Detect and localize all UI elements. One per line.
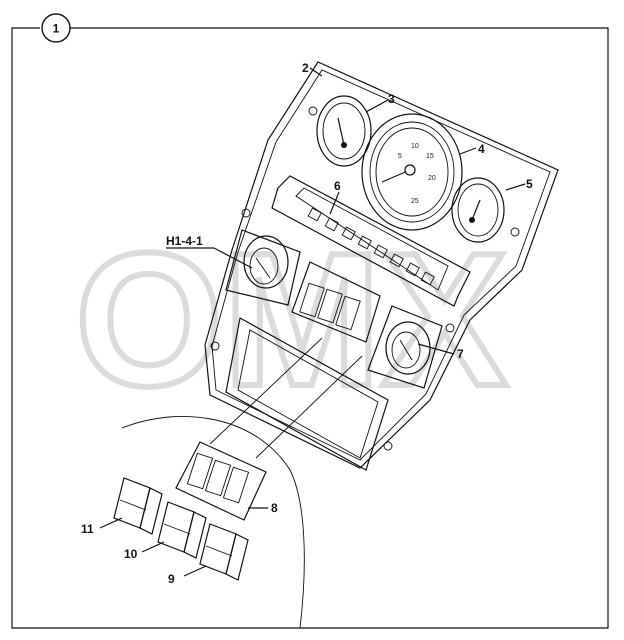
callout-labels: 2 3 4 5 6 H1-4-1 7 8 11 10 9 (81, 61, 533, 586)
explode-line (209, 337, 323, 445)
callout-2: 2 (302, 61, 309, 75)
exploded-view-boundary (121, 415, 305, 629)
tachometer: 5 10 15 20 25 (361, 113, 463, 231)
leader-lines (99, 67, 526, 577)
tach-scale-20: 20 (428, 175, 436, 182)
callout-7: 7 (457, 347, 464, 361)
tach-scale-25: 25 (411, 198, 419, 205)
callout-10: 10 (124, 547, 138, 561)
explode-line (255, 355, 363, 459)
outer-frame: 1 (11, 13, 609, 629)
tach-scale-15: 15 (426, 153, 434, 160)
indicator-strip (271, 175, 471, 307)
watermark: OMX (72, 211, 511, 429)
knob-left (225, 229, 301, 306)
callout-3: 3 (388, 92, 395, 106)
callout-h1-4-1: H1-4-1 (166, 234, 203, 248)
callout-8: 8 (271, 501, 278, 515)
gauge-right (451, 177, 505, 243)
rocker-switch-9 (199, 523, 249, 581)
screw (510, 227, 520, 237)
rocker-switch-11 (113, 477, 163, 535)
tach-scale-10: 10 (411, 143, 419, 150)
screw (210, 341, 220, 351)
callout-6: 6 (334, 179, 341, 193)
switch-bezel-installed (291, 261, 381, 343)
callout-9: 9 (168, 572, 175, 586)
switch-bezel-exploded (175, 441, 267, 521)
radio-opening (225, 317, 389, 471)
callout-11: 11 (81, 522, 94, 536)
frame-number-circle (41, 13, 71, 43)
rocker-switch-10 (157, 501, 207, 559)
screw (308, 106, 318, 116)
screw (445, 323, 455, 333)
callout-5: 5 (526, 177, 533, 191)
gauge-left (316, 95, 372, 167)
screw (241, 208, 251, 218)
watermark-text: OMX (75, 214, 508, 426)
frame-number: 1 (53, 22, 60, 36)
knob-right (367, 305, 443, 389)
screw (383, 441, 393, 451)
tach-scale-5: 5 (398, 153, 402, 160)
dashboard-panel (204, 61, 559, 469)
callout-4: 4 (478, 142, 485, 156)
